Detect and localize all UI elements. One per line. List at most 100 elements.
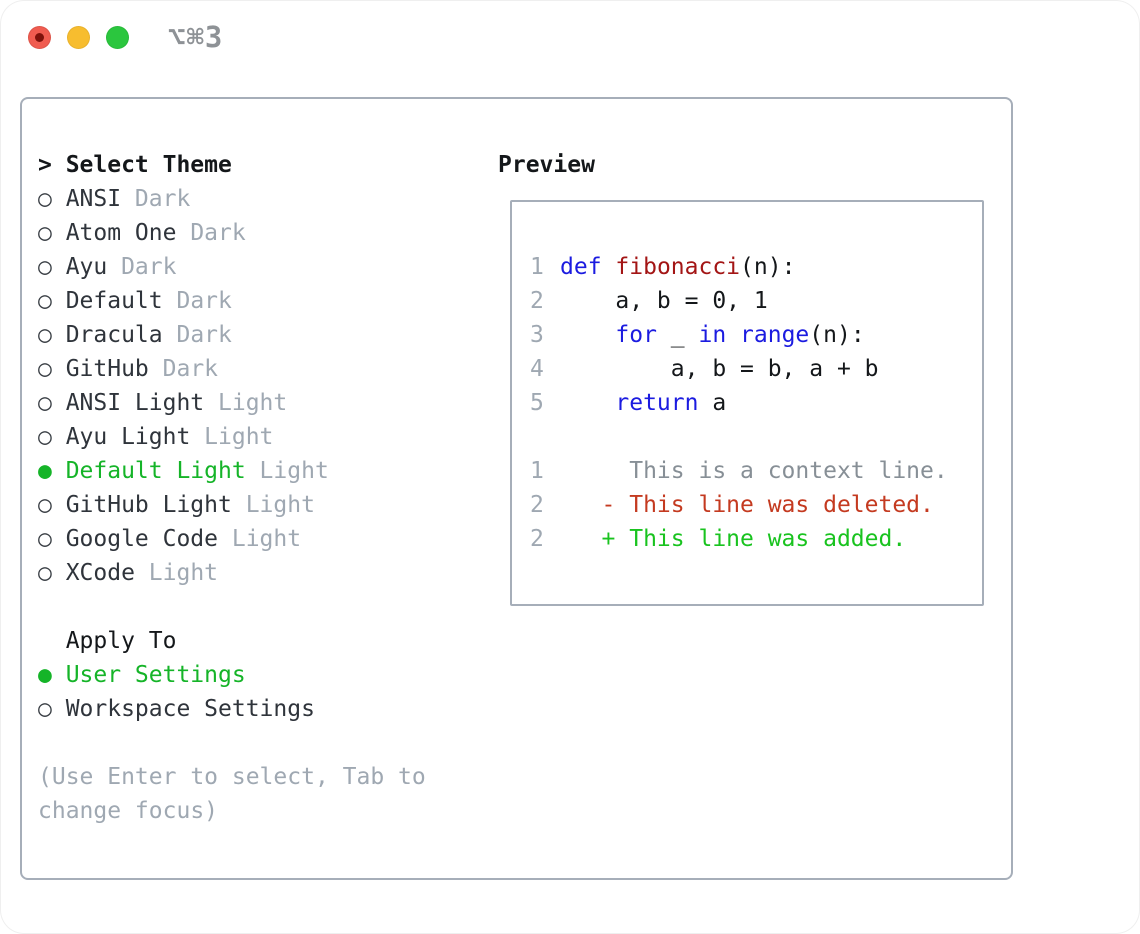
- selected-radio-icon: ●: [38, 662, 52, 688]
- line-number: 2: [530, 492, 544, 518]
- theme-variant: Light: [245, 458, 329, 484]
- theme-name: Google Code: [65, 526, 219, 552]
- code-line: 4 a, b = b, a + b: [530, 352, 982, 386]
- diff-line-context: 1 This is a context line.: [530, 454, 982, 488]
- help-text-line-2: change focus): [38, 798, 219, 824]
- preview-title: Preview: [498, 152, 595, 178]
- code-token: [560, 390, 615, 416]
- zoom-button[interactable]: [106, 26, 129, 49]
- selected-radio-icon: ●: [38, 458, 52, 484]
- theme-name: Ayu: [65, 254, 108, 280]
- help-text-line-1: (Use Enter to select, Tab to: [38, 764, 426, 790]
- theme-list: ○ANSI Dark○Atom One Dark○Ayu Dark○Defaul…: [38, 182, 478, 590]
- radio-icon: ○: [38, 254, 52, 280]
- theme-name: GitHub: [65, 356, 149, 382]
- line-number: 2: [530, 526, 544, 552]
- line-number: 1: [530, 254, 544, 280]
- code-line: 2 a, b = 0, 1: [530, 284, 982, 318]
- radio-icon: ○: [38, 560, 52, 586]
- code-token: (n):: [740, 254, 796, 280]
- theme-variant: Dark: [162, 322, 232, 348]
- code-token: a, b = 0, 1: [560, 288, 768, 314]
- code-token: a: [698, 390, 727, 416]
- close-button[interactable]: [28, 26, 51, 49]
- theme-option-default-light[interactable]: ● Default Light Light: [38, 454, 478, 488]
- theme-option-default[interactable]: ○Default Dark: [38, 284, 478, 318]
- theme-list-column: >Select Theme ○ANSI Dark○Atom One Dark○A…: [38, 148, 478, 828]
- code-token: a, b = b, a + b: [560, 356, 879, 382]
- theme-name: Atom One: [65, 220, 177, 246]
- theme-name: Default Light: [65, 458, 246, 484]
- diff-text: - This line was deleted.: [560, 492, 934, 518]
- code-token: (n):: [809, 322, 865, 348]
- diff-text: + This line was added.: [560, 526, 907, 552]
- theme-option-google-code[interactable]: ○Google Code Light: [38, 522, 478, 556]
- apply-option-workspace-settings[interactable]: ○ Workspace Settings: [38, 692, 478, 726]
- radio-icon: ○: [38, 424, 52, 450]
- diff-preview: 1 This is a context line.2 - This line w…: [530, 454, 982, 556]
- radio-icon: ○: [38, 390, 52, 416]
- code-line: 5 return a: [530, 386, 982, 420]
- select-theme-header: >Select Theme: [38, 148, 478, 182]
- code-line: 3 for _ in range(n):: [530, 318, 982, 352]
- theme-option-github-light[interactable]: ○ GitHub Light Light: [38, 488, 478, 522]
- radio-icon: ○: [38, 356, 52, 382]
- diff-line-added: 2 + This line was added.: [530, 522, 982, 556]
- window-shortcut-label: ⌥⌘3: [168, 20, 224, 54]
- radio-icon: ○: [38, 220, 52, 246]
- theme-name: Dracula: [65, 322, 163, 348]
- theme-option-xcode[interactable]: ○ XCode Light: [38, 556, 478, 590]
- theme-option-atom-one[interactable]: ○ Atom One Dark: [38, 216, 478, 250]
- apply-option-label: Workspace Settings: [65, 696, 315, 722]
- code-token: _: [656, 322, 699, 348]
- theme-variant: Dark: [107, 254, 177, 280]
- theme-name: GitHub Light: [65, 492, 232, 518]
- line-number: 3: [530, 322, 544, 348]
- theme-variant: Light: [134, 560, 219, 586]
- theme-name: XCode: [65, 560, 135, 586]
- apply-to-options: ● User Settings ○ Workspace Settings: [38, 658, 478, 726]
- apply-option-user-settings[interactable]: ● User Settings: [38, 658, 478, 692]
- theme-option-ansi-light[interactable]: ○ANSI Light Light: [38, 386, 478, 420]
- apply-to-title: Apply To: [65, 628, 177, 654]
- theme-variant: Dark: [148, 356, 219, 382]
- theme-variant: Light: [218, 526, 302, 552]
- apply-to-header: Apply To: [38, 624, 478, 658]
- theme-option-ayu[interactable]: ○ Ayu Dark: [38, 250, 478, 284]
- theme-name: Ayu Light: [65, 424, 191, 450]
- theme-option-github[interactable]: ○ GitHub Dark: [38, 352, 478, 386]
- theme-variant: Dark: [176, 220, 246, 246]
- theme-variant: Dark: [162, 288, 232, 314]
- theme-variant: Light: [204, 390, 288, 416]
- minimize-button[interactable]: [67, 26, 90, 49]
- theme-option-ansi[interactable]: ○ANSI Dark: [38, 182, 478, 216]
- radio-icon: ○: [38, 696, 52, 722]
- theme-option-ayu-light[interactable]: ○ Ayu Light Light: [38, 420, 478, 454]
- code-token: range: [740, 322, 810, 348]
- code-token: def: [560, 254, 602, 280]
- apply-to-indent: [38, 624, 66, 658]
- theme-name: Default: [65, 288, 163, 314]
- code-token: [726, 322, 740, 348]
- theme-variant: Light: [190, 424, 274, 450]
- apply-option-label: User Settings: [65, 662, 246, 688]
- select-theme-title: Select Theme: [65, 152, 232, 178]
- theme-variant: Dark: [121, 186, 191, 212]
- diff-line-deleted: 2 - This line was deleted.: [530, 488, 982, 522]
- theme-option-dracula[interactable]: ○ Dracula Dark: [38, 318, 478, 352]
- line-number: 2: [530, 288, 544, 314]
- theme-variant: Light: [231, 492, 315, 518]
- code-token: in: [698, 322, 727, 348]
- diff-text: This is a context line.: [560, 458, 948, 484]
- code-token: [560, 322, 615, 348]
- line-number: 4: [530, 356, 544, 382]
- line-number: 1: [530, 458, 544, 484]
- code-token: return: [615, 390, 699, 416]
- radio-icon: ○: [38, 492, 52, 518]
- radio-icon: ○: [38, 322, 52, 348]
